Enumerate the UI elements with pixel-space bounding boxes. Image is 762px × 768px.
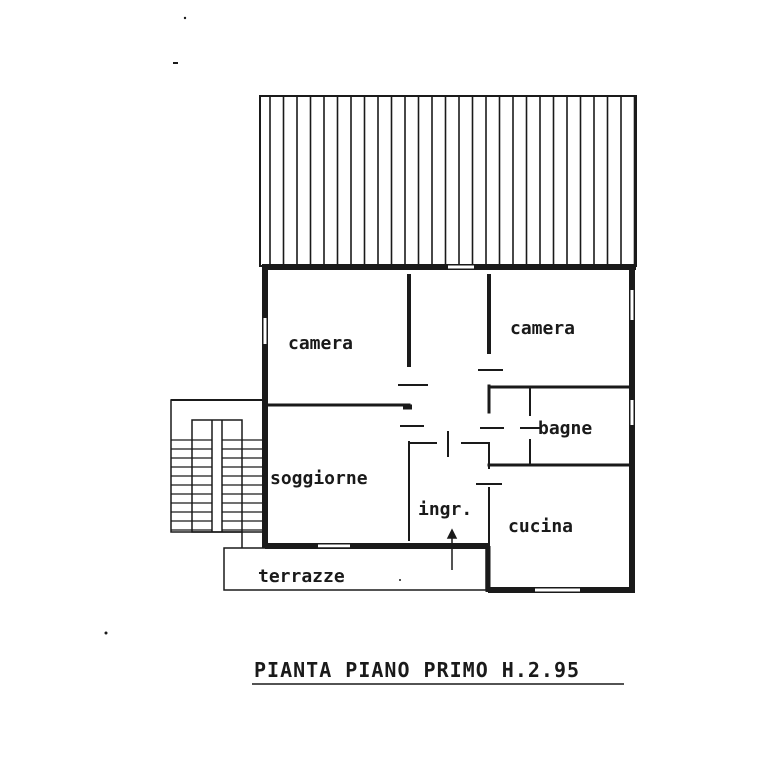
door-markers	[398, 369, 540, 485]
room-label-cucina: cucina	[508, 516, 573, 537]
room-label-bagno: bagne	[538, 418, 592, 439]
room-label-terrazzo: terrazze	[258, 566, 345, 587]
room-label-camera-left: camera	[288, 333, 353, 354]
terrace	[223, 547, 487, 591]
windows	[263, 265, 634, 592]
roof-hatch	[259, 95, 637, 267]
interior-walls	[265, 274, 632, 545]
plan-title: PIANTA PIANO PRIMO H.2.95	[254, 658, 580, 682]
entrance-arrow	[446, 528, 458, 570]
scan-specks	[104, 16, 401, 635]
room-label-camera-right: camera	[510, 318, 575, 339]
room-label-soggiorno: soggiorne	[270, 468, 368, 489]
room-label-ingresso: ingr.	[418, 499, 472, 520]
staircase	[170, 399, 264, 548]
